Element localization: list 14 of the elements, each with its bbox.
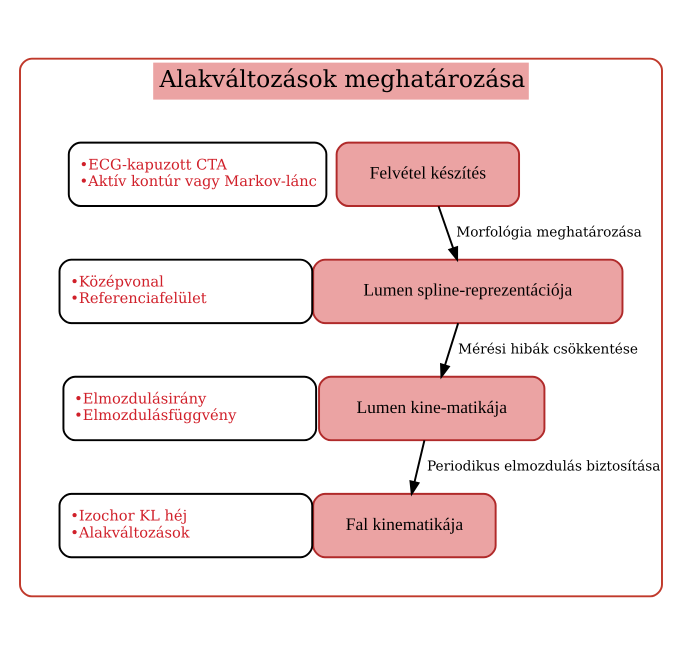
node-box: •Izochor KL héj •Alakváltozások bbox=[58, 492, 314, 558]
node-box: Felvétel készítés bbox=[336, 142, 520, 207]
node-box: Fal kinematikája bbox=[312, 492, 497, 558]
node-box: •ECG-kapuzott CTA •Aktív kontúr vagy Markov-lánc bbox=[68, 142, 328, 207]
node-box: •Középvonal •Referenciafelület bbox=[58, 258, 314, 324]
edge-label: Morfológia meghatározása bbox=[456, 224, 642, 240]
node-box: Lumen spline-reprezentációja bbox=[312, 258, 624, 324]
node-box: Lumen kine-matikája bbox=[318, 376, 546, 442]
edge-label: Periodikus elmozdulás biztosítása bbox=[426, 458, 660, 475]
node-box: •Elmozdulásirány •Elmozdulásfüggvény bbox=[62, 376, 318, 442]
arrow bbox=[440, 322, 460, 380]
arrow bbox=[409, 440, 426, 497]
arrow bbox=[438, 206, 458, 262]
edge-label: Mérési hibák csökkentése bbox=[458, 342, 638, 358]
